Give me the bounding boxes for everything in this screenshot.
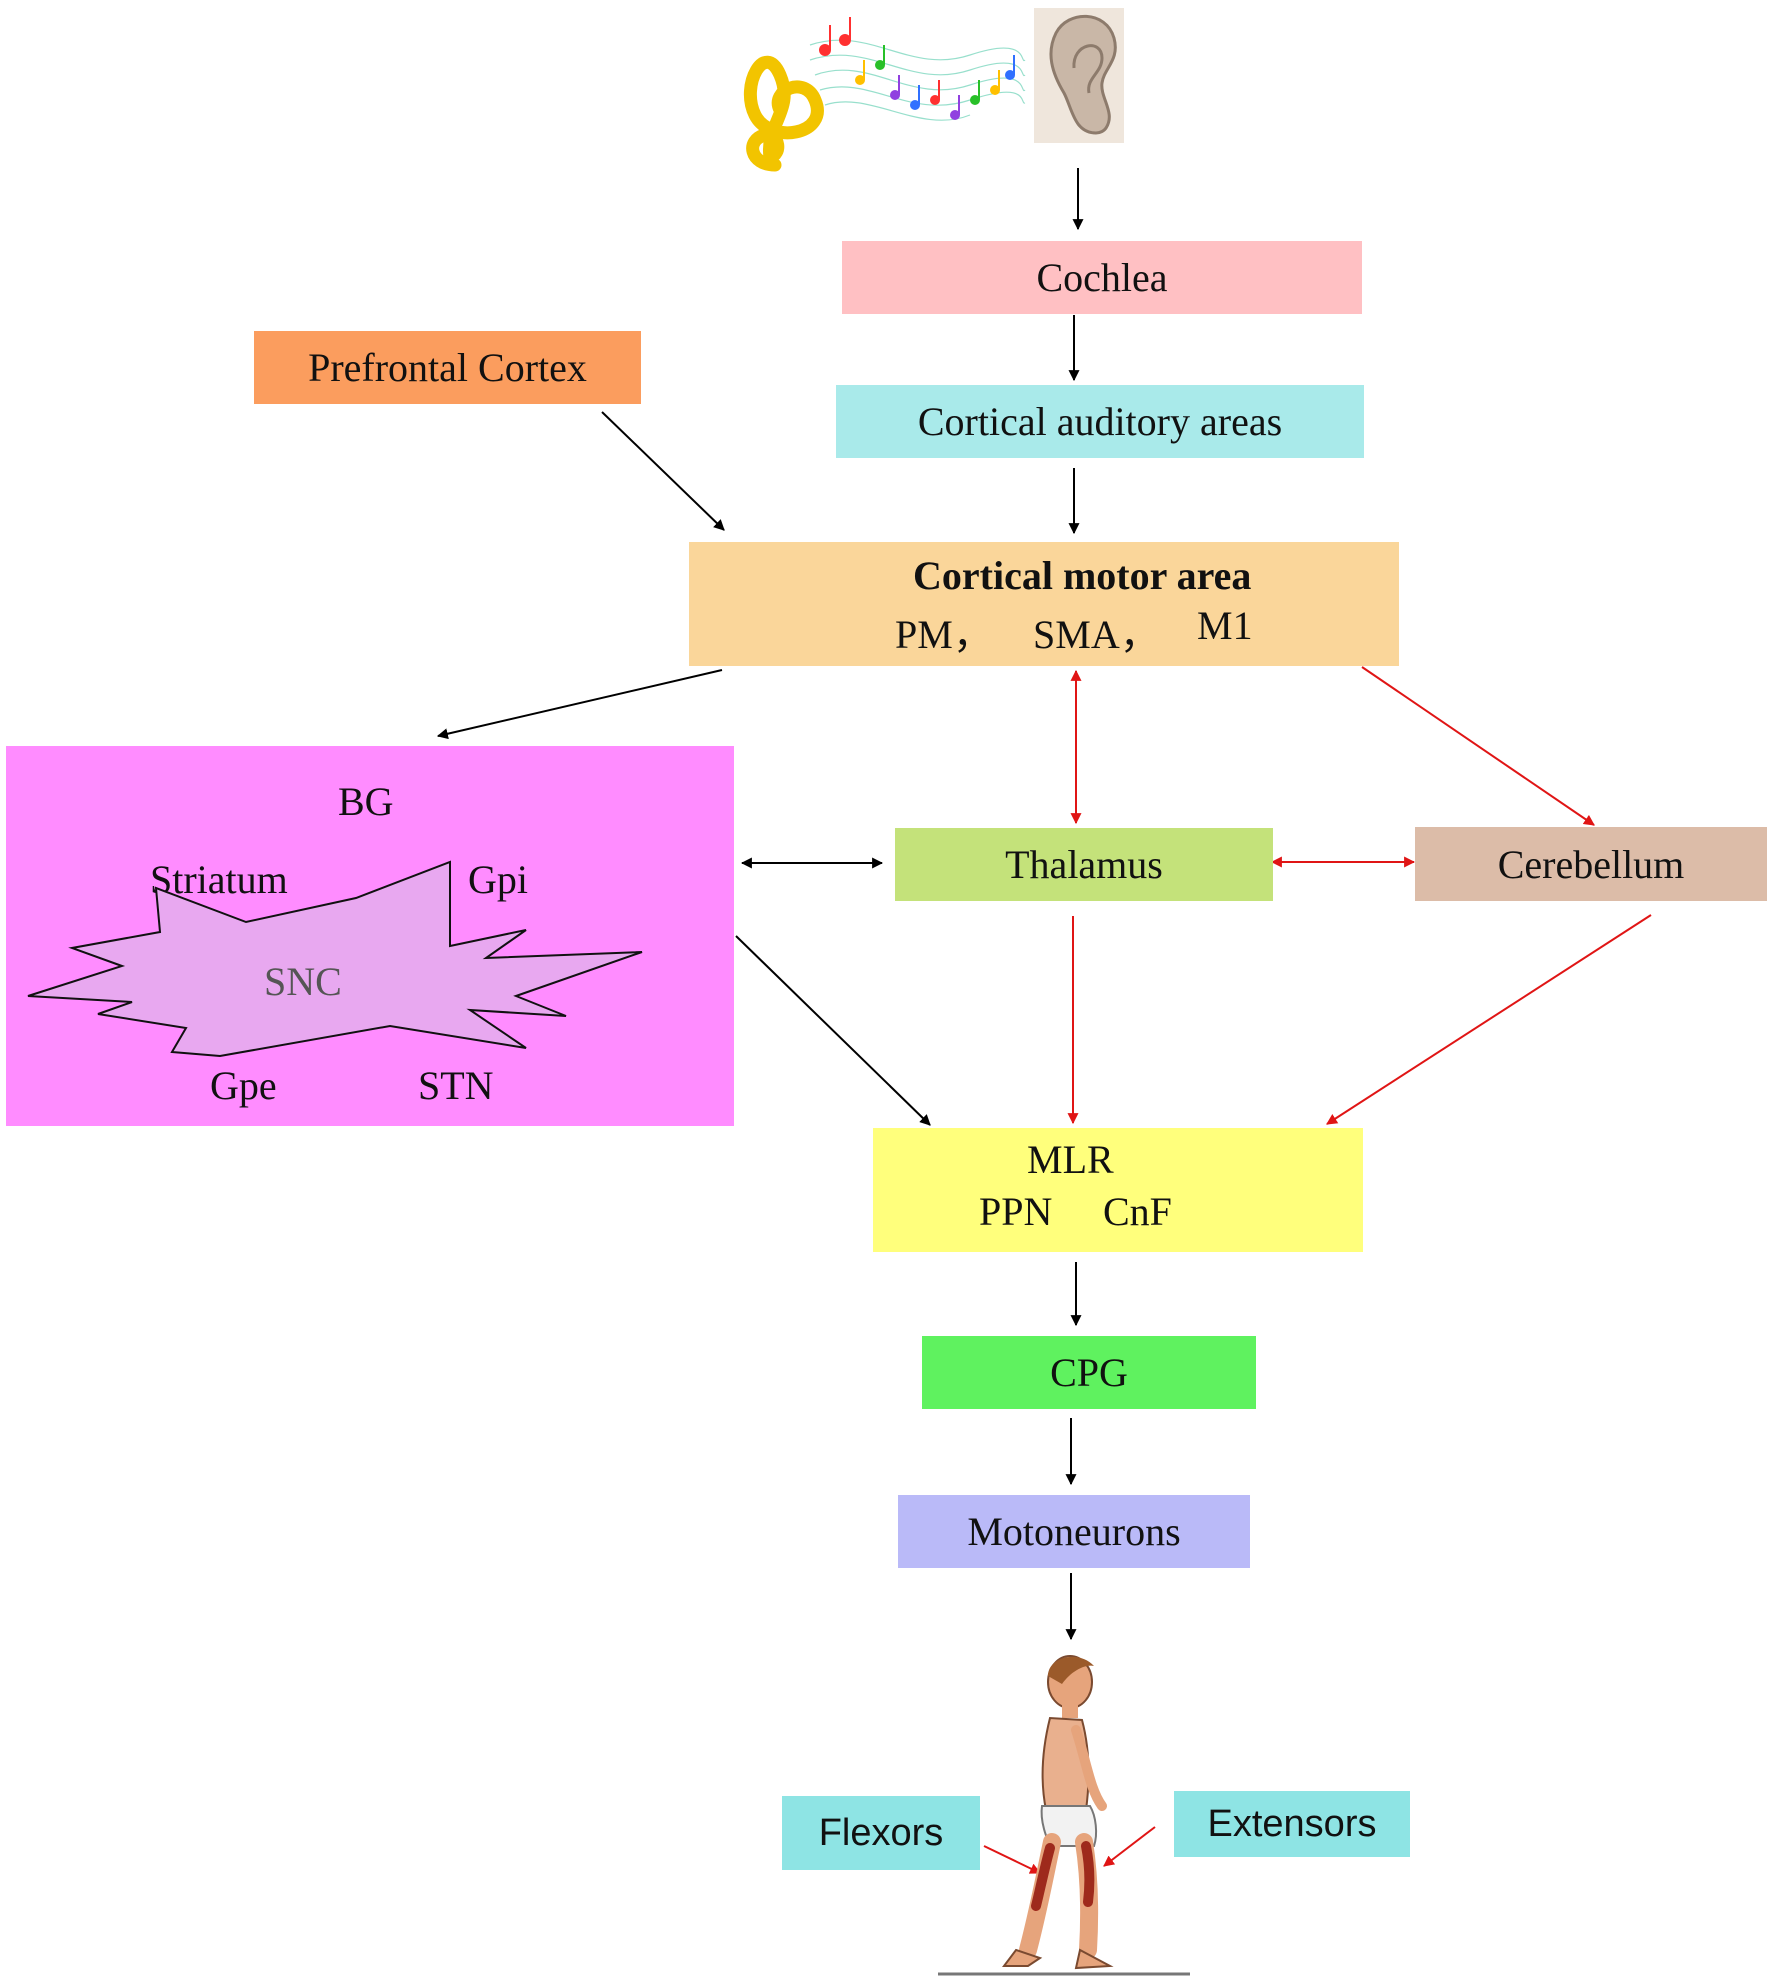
- mlr-label: MLR: [1027, 1137, 1114, 1182]
- walking-person-illustration: [938, 1655, 1190, 1976]
- motor-box: Cortical motor area PM， SMA， M1: [689, 542, 1399, 666]
- thalamus-box: Thalamus: [895, 828, 1273, 901]
- arrow-motor-to-bg: [436, 669, 723, 740]
- ppn-label: PPN: [979, 1189, 1053, 1234]
- snc-starburst-shape: [27, 860, 643, 1058]
- arrow-prefrontal-to-motor: [601, 411, 725, 531]
- extensors-box: Extensors: [1174, 1791, 1410, 1857]
- auditory-label: Cortical auditory areas: [917, 399, 1283, 444]
- motor-m1: M1: [1197, 603, 1253, 648]
- prefrontal-label: Prefrontal Cortex: [308, 345, 587, 390]
- arrow-motor-to-cerebellum: [1361, 666, 1595, 826]
- gpi-label: Gpi: [468, 857, 528, 902]
- ear-icon: [1034, 8, 1124, 143]
- cnf-label: CnF: [1103, 1189, 1172, 1234]
- arrow-flexors-to-leg: [983, 1845, 1041, 1874]
- cpg-box: CPG: [922, 1336, 1256, 1409]
- motoneurons-label: Motoneurons: [967, 1509, 1181, 1554]
- flexors-box: Flexors: [782, 1796, 980, 1870]
- cpg-label: CPG: [1050, 1350, 1128, 1395]
- motor-title: Cortical motor area: [913, 553, 1252, 598]
- extensors-label: Extensors: [1207, 1802, 1377, 1845]
- thalamus-label: Thalamus: [1005, 842, 1163, 887]
- arrow-cerebellum-to-mlr: [1326, 914, 1652, 1125]
- arrow-extensors-to-leg: [1103, 1826, 1156, 1867]
- cerebellum-box: Cerebellum: [1415, 827, 1767, 901]
- snc-label: SNC: [264, 959, 342, 1004]
- mlr-box: MLR PPN CnF: [873, 1128, 1363, 1252]
- bg-label: BG: [338, 779, 394, 824]
- motor-sma: SMA，: [1033, 612, 1160, 657]
- cerebellum-label: Cerebellum: [1497, 841, 1685, 887]
- auditory-box: Cortical auditory areas: [836, 385, 1364, 458]
- bg-box: BG Striatum Gpi SNC Gpe STN: [6, 746, 734, 1126]
- motoneurons-box: Motoneurons: [898, 1495, 1250, 1568]
- gpe-label: Gpe: [210, 1063, 277, 1108]
- arrow-bg-to-mlr: [735, 935, 931, 1126]
- cochlea-label: Cochlea: [1036, 255, 1168, 300]
- music-notes-icon: [743, 17, 1026, 172]
- stn-label: STN: [418, 1063, 494, 1108]
- flexors-label: Flexors: [818, 1811, 944, 1854]
- cochlea-box: Cochlea: [842, 241, 1362, 314]
- prefrontal-box: Prefrontal Cortex: [254, 331, 641, 404]
- motor-pm: PM，: [895, 612, 993, 657]
